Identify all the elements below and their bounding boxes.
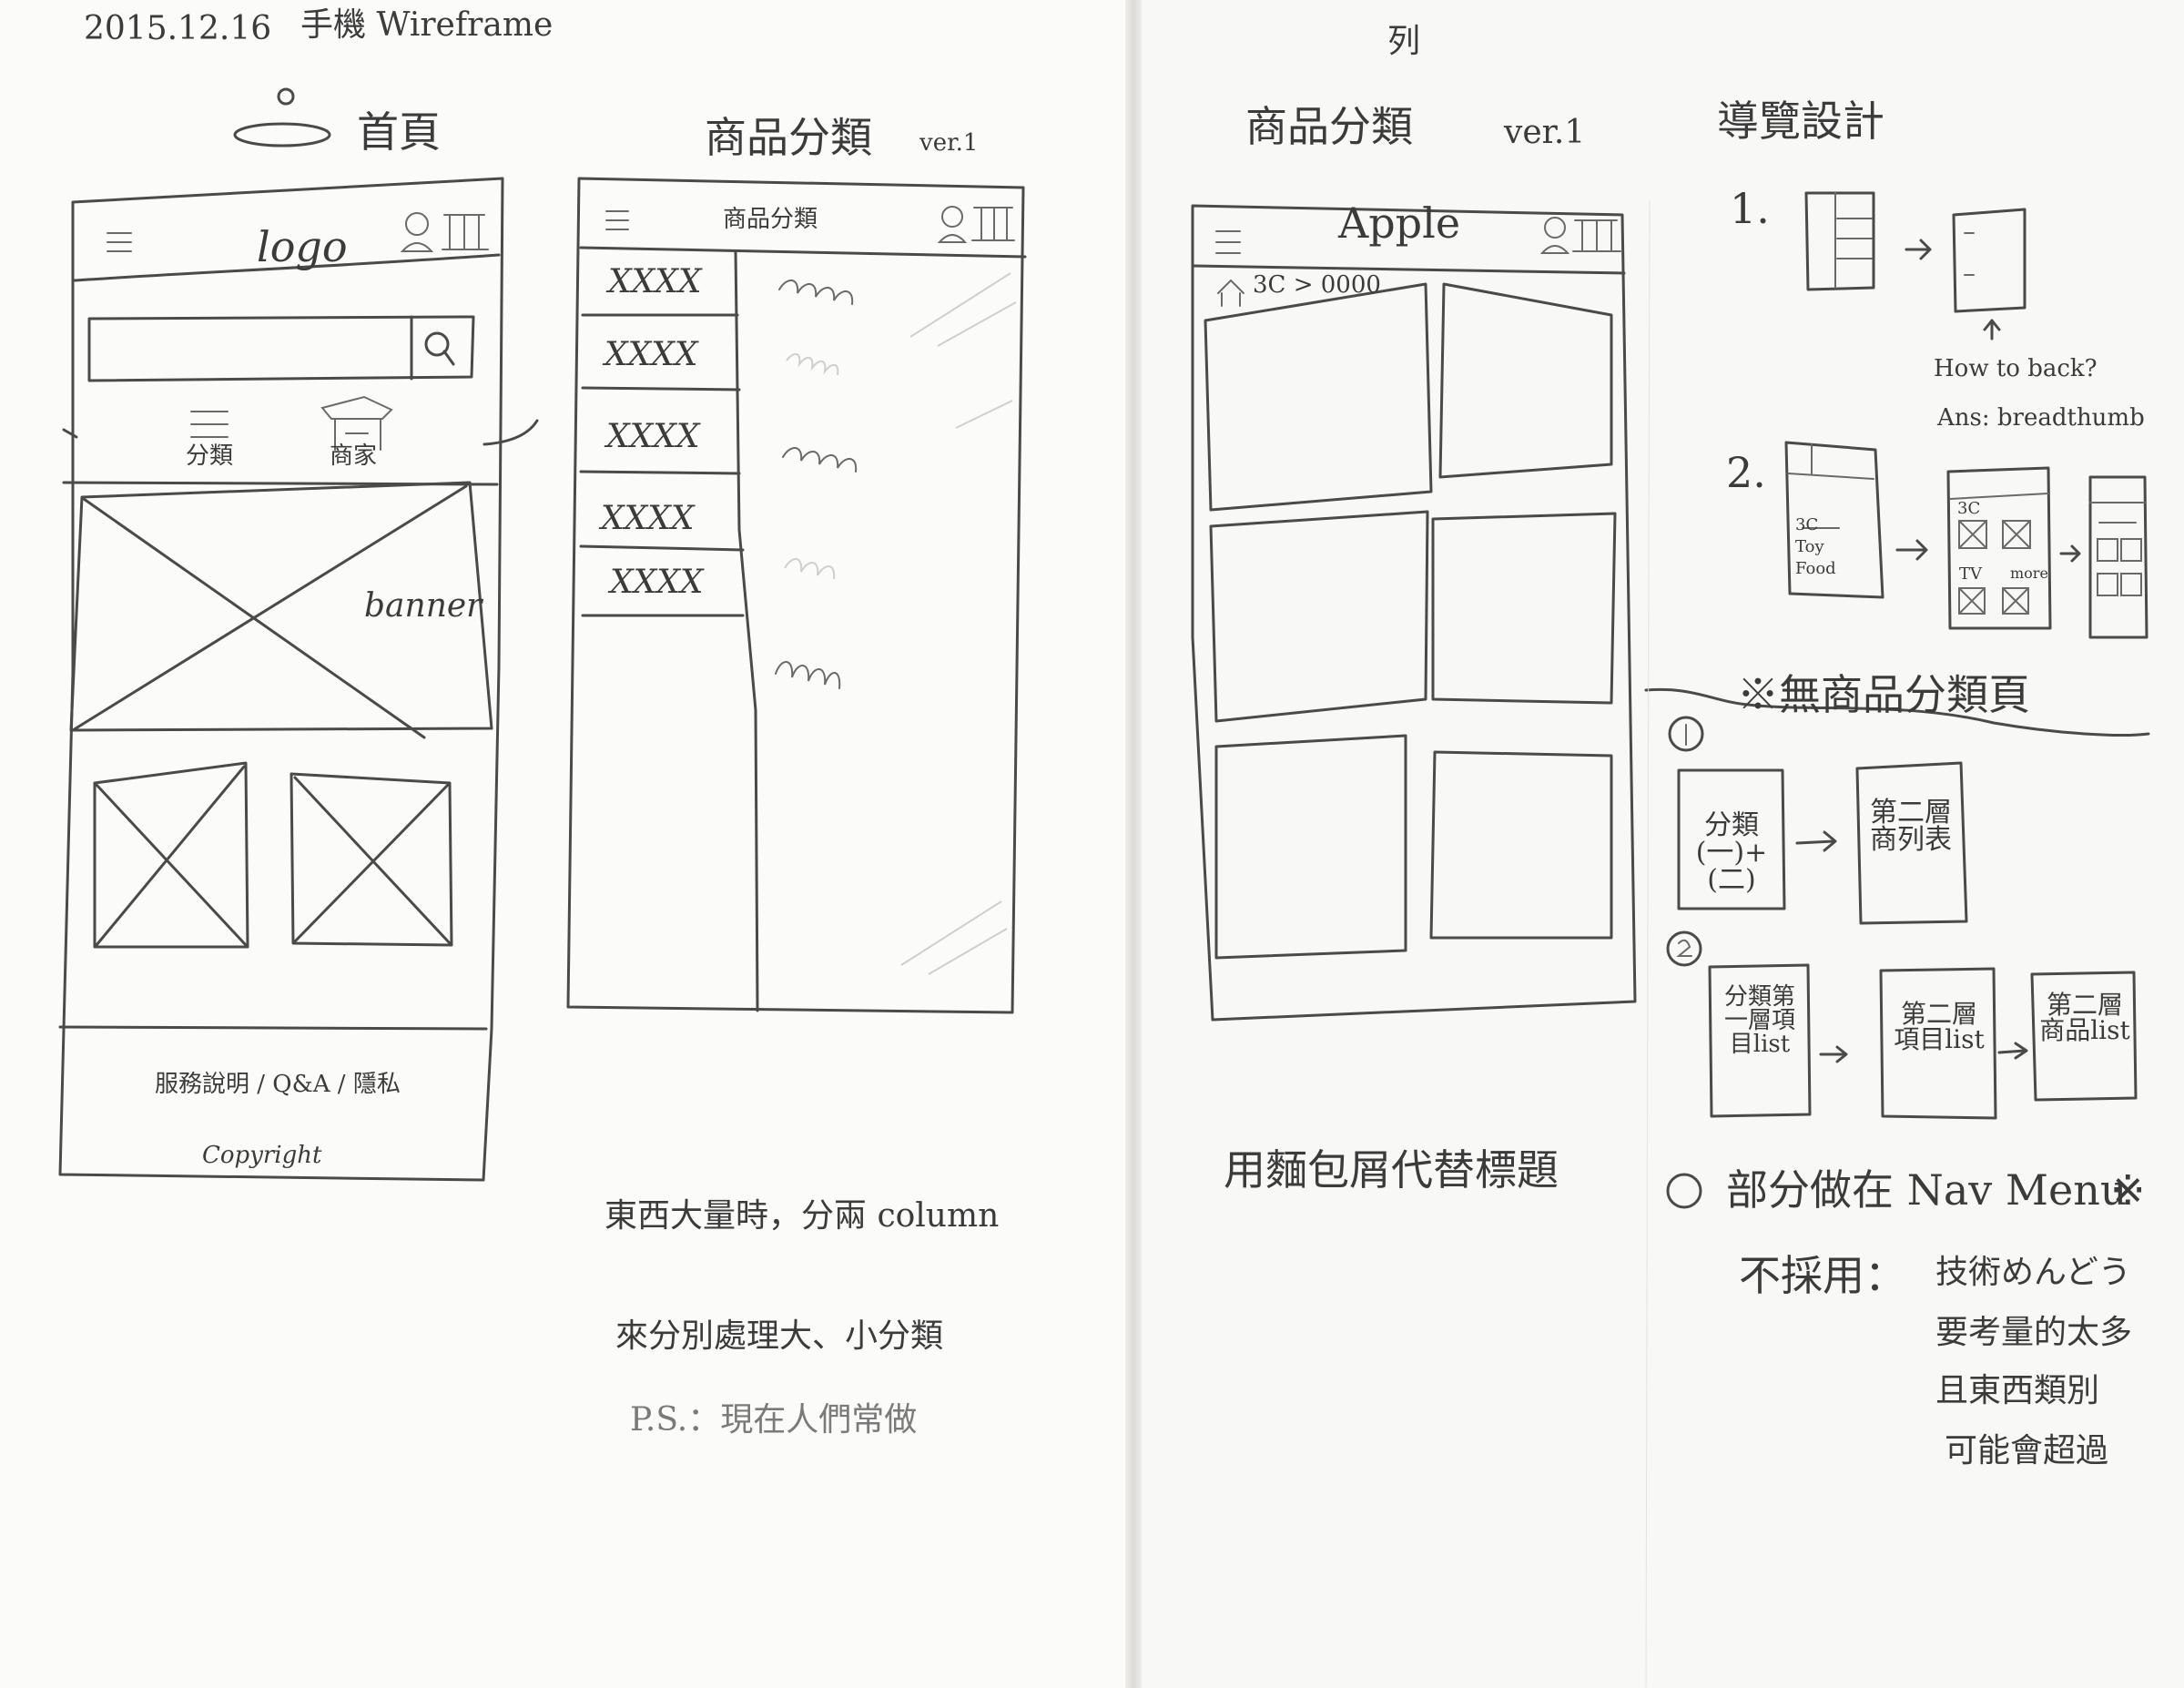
category-title: 商品分類 (705, 113, 872, 162)
product-image-1 (93, 761, 249, 949)
home-banner-label: banner (364, 587, 483, 625)
category-note-2: 來分別處理大、小分類 (615, 1317, 944, 1355)
home-title: 首頁 (357, 107, 441, 157)
option-3-reject: 不採用： (1739, 1251, 1906, 1300)
home-cloud-icon (233, 122, 331, 147)
list-version: ver.1 (1504, 114, 1586, 151)
hamburger-icon (107, 232, 132, 252)
nav-mini-more: more (2010, 564, 2048, 582)
search-icon (424, 331, 450, 357)
category-item: XXXX (606, 418, 700, 455)
option-3-reason: 且東西類別 (1935, 1372, 2100, 1409)
list-card-6 (1429, 750, 1613, 940)
category-note-3: P.S.：現在人們常做 (630, 1401, 918, 1439)
nav-design-question: How to back? (1934, 355, 2098, 382)
list-breadcrumb: 3C > 0000 (1253, 271, 1381, 299)
cart-icon-2 (971, 207, 1015, 241)
option-3-reason: 要考量的太多 (1935, 1314, 2133, 1351)
option-2-box-1: 分類第一層項目list (1723, 983, 1795, 1058)
list-bar-title: Apple (1338, 198, 1461, 248)
home-logo: logo (257, 222, 348, 271)
category-item: XXXX (604, 336, 698, 373)
category-note-1: 東西大量時，分兩 column (604, 1197, 1000, 1235)
store-icon (320, 395, 393, 451)
category-item: XXXX (608, 263, 702, 300)
user-icon (405, 212, 429, 236)
nav-mini-label: TV (1959, 564, 1983, 584)
home-wireframe (58, 87, 539, 1182)
list-title: 商品分類 (1245, 102, 1413, 151)
hamburger-icon-3 (1215, 230, 1241, 254)
home-nav-store: 商家 (330, 442, 378, 470)
left-page (0, 0, 1133, 1688)
nav-mini-item: Food (1795, 559, 1836, 578)
right-page (1133, 0, 2184, 1688)
option-1-marker (1668, 716, 1704, 752)
user-icon-3 (1544, 217, 1566, 239)
sketch-title: 手機 Wireframe (300, 6, 554, 44)
list-note: 用麵包屑代替標題 (1224, 1145, 1559, 1195)
category-bar-title: 商品分類 (723, 206, 818, 233)
option-1-box-1: 分類(一)+(二) (1695, 809, 1768, 896)
nav-mini-label: 3C (1957, 499, 1981, 518)
cart-icon (442, 214, 489, 250)
option-3-text: 部分做在 Nav Menu (1726, 1165, 2128, 1215)
nav-design-label-1: 1. (1730, 184, 1770, 233)
home-nav-category: 分類 (186, 442, 234, 470)
notebook-gutter (1125, 0, 1142, 1688)
list-wireframe (1191, 204, 1637, 1022)
search-box (87, 315, 475, 382)
hamburger-icon-2 (605, 210, 629, 230)
nav-mini-item: Toy (1795, 537, 1824, 556)
nav-design-label-2: 2. (1726, 448, 1766, 497)
option-2-box-2: 第二層項目list (1894, 999, 1985, 1054)
option-3-reason: 技術めんどう (1935, 1254, 2131, 1291)
list-card-5 (1214, 734, 1407, 960)
user-icon-2 (941, 206, 963, 228)
option-3-mark: ※ (2110, 1165, 2146, 1215)
category-version: ver.1 (919, 129, 979, 157)
list-card-1 (1204, 282, 1433, 512)
option-3-marker (1666, 1173, 1702, 1209)
option-3-reason: 可能會超過 (1945, 1432, 2109, 1469)
category-item: XXXX (610, 564, 704, 601)
option-2-box-3: 第二層商品list (2039, 990, 2130, 1045)
sketch-date: 2015.12.16 (84, 10, 272, 47)
nav-design-title: 導覽設計 (1717, 97, 1884, 146)
nav-design-diagrams (1644, 191, 2150, 1688)
home-copyright: Copyright (202, 1142, 322, 1169)
category-wireframe (566, 177, 1027, 1014)
nav-mini-item: 3C (1795, 515, 1819, 534)
list-card-2 (1438, 282, 1613, 479)
list-annotation: 列 (1387, 23, 1421, 60)
option-1-box-2: 第二層商列表 (1870, 797, 1952, 856)
list-card-4 (1431, 512, 1617, 705)
no-category-title: ※無商品分類頁 (1737, 670, 2030, 719)
list-card-3 (1209, 510, 1429, 723)
product-image-2 (290, 772, 453, 947)
banner-placeholder (69, 481, 493, 732)
home-small-icon (1217, 279, 1244, 307)
cart-icon-3 (1572, 219, 1621, 252)
option-2-marker (1666, 930, 1702, 967)
nav-design-answer: Ans: breadthumb (1937, 404, 2145, 432)
category-item: XXXX (601, 500, 695, 537)
home-footer-links: 服務說明 / Q&A / 隱私 (155, 1071, 401, 1098)
